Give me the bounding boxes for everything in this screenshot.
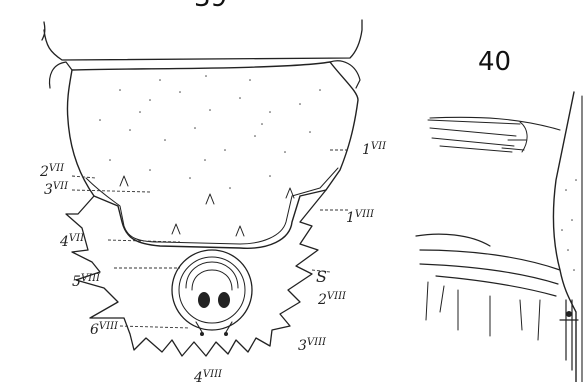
fig40-fibres-upper [428,120,527,152]
genital-chamber [172,250,252,336]
fig40-stippling [561,179,577,271]
label-s: S [316,267,327,286]
label-1viii: 1VIII [346,209,375,226]
label-3vii: 3VII [44,181,69,198]
label-2vii: 2VII [39,163,65,180]
label-4vii: 4VII [59,233,85,250]
leader-lines [72,150,350,328]
left-gonopore [198,292,210,308]
fig40-vertical-ticks [426,282,540,340]
figure-40-number: 40 [478,47,511,77]
plate-stippling [99,75,321,189]
figure-39-number: 39 [194,0,227,13]
upper-segment-outline [42,20,362,60]
internal-spines [120,176,294,236]
left-lateral-lobe [50,62,72,88]
inner-contour [86,168,338,244]
segment-vii-plate [67,62,358,248]
figure-39: 39 [39,0,387,382]
label-2viii: 2VIII [317,291,347,308]
label-1vii: 1VII [362,141,387,158]
right-gonopore [218,292,230,308]
fig40-main-outline [553,92,576,382]
label-6viii: 6VIII [90,321,119,338]
right-lateral-lobe [330,61,360,88]
label-5viii: 5VIII [72,273,101,290]
fig40-lower-bands [416,234,560,296]
figure-40: 40 [416,47,582,382]
label-3viii: 3VIII [298,337,327,354]
fig40-fibre-bundle-line [430,117,560,130]
label-4viii: 4VIII [193,369,223,382]
